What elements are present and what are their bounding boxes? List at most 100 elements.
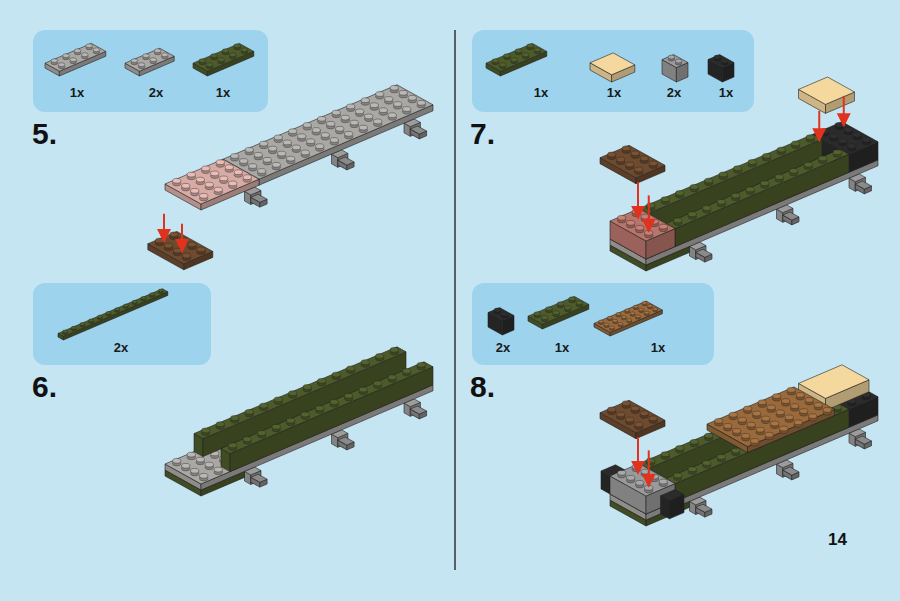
stud-top xyxy=(205,182,213,187)
stud-top xyxy=(173,458,181,463)
stud-top xyxy=(330,400,338,405)
placement-arrow xyxy=(181,224,183,252)
brick-top-face xyxy=(610,209,675,241)
stud-top xyxy=(245,147,253,152)
stud-top xyxy=(202,166,210,171)
stud-top xyxy=(647,304,652,307)
stud-top xyxy=(576,301,583,305)
step-6-model xyxy=(165,347,433,496)
stud-top xyxy=(332,372,340,377)
stud-top xyxy=(515,49,522,53)
callout-background xyxy=(33,283,211,365)
stud-top xyxy=(97,315,102,318)
parts-callout: 2x xyxy=(33,283,211,365)
stud-top xyxy=(158,289,163,292)
stud-top xyxy=(753,411,761,416)
stud-top xyxy=(385,97,393,102)
stud-top xyxy=(229,53,236,57)
parts-callout: 1x2x1x xyxy=(33,30,268,112)
stud-top xyxy=(258,431,266,436)
stud-top xyxy=(721,59,728,63)
stud-top xyxy=(862,137,870,142)
stud-top xyxy=(260,403,268,408)
brick-top-face xyxy=(708,55,734,68)
stud-top xyxy=(143,54,150,58)
stud-top xyxy=(231,154,239,159)
stud-top xyxy=(292,145,300,150)
stud-top xyxy=(225,165,233,170)
stud-top xyxy=(330,138,338,143)
stud-top xyxy=(806,135,814,140)
brick-side-face xyxy=(230,367,433,472)
stud-top xyxy=(785,415,793,420)
stud-top xyxy=(661,197,669,202)
brick-top-face xyxy=(696,504,712,512)
brick-top-face xyxy=(855,436,871,444)
stud-top xyxy=(776,410,784,415)
stud-top xyxy=(336,126,344,131)
stud-top xyxy=(800,409,808,414)
stud-top xyxy=(636,225,644,230)
stud-top xyxy=(289,391,297,396)
brick-top-face xyxy=(193,43,254,71)
part-quantity: 2x xyxy=(114,341,128,354)
stud-top xyxy=(307,139,315,144)
stud-top xyxy=(81,53,88,57)
stud-top xyxy=(844,127,852,132)
stud-top xyxy=(74,49,81,53)
page-divider xyxy=(454,30,456,570)
part-icon xyxy=(594,301,662,336)
stud-top xyxy=(93,48,100,52)
stud-top xyxy=(399,90,407,95)
stud-top xyxy=(644,311,649,314)
placement-arrow xyxy=(648,450,650,486)
stud-top xyxy=(197,247,205,252)
placement-arrow xyxy=(637,182,639,218)
placement-arrow xyxy=(637,437,639,473)
part-icon xyxy=(662,55,688,82)
stud-top xyxy=(674,473,682,478)
stud-top xyxy=(260,141,268,146)
stud-top xyxy=(388,375,396,380)
stud-top xyxy=(617,157,625,162)
stud-top xyxy=(312,128,320,133)
brick-top-face xyxy=(662,55,688,68)
stud-top xyxy=(823,408,831,413)
brick-end-face xyxy=(610,221,646,259)
stud-top xyxy=(182,253,190,258)
part-quantity: 2x xyxy=(496,341,510,354)
stud-top xyxy=(761,181,769,186)
stud-top xyxy=(150,58,157,62)
stud-top xyxy=(199,59,206,63)
stud-top xyxy=(804,162,812,167)
stud-top xyxy=(269,146,277,151)
stud-top xyxy=(833,150,841,155)
stud-top xyxy=(792,141,800,146)
part-icon xyxy=(528,296,589,329)
stud-top xyxy=(350,120,358,125)
stud-top xyxy=(347,366,355,371)
stud-top xyxy=(220,176,228,181)
stud-top xyxy=(756,427,764,432)
stud-top xyxy=(249,164,257,169)
stud-top xyxy=(240,159,248,164)
stud-top xyxy=(569,297,576,301)
stud-top xyxy=(777,147,785,152)
stud-top xyxy=(58,63,65,67)
stud-top xyxy=(835,122,843,127)
stud-top xyxy=(303,385,311,390)
stud-top xyxy=(374,119,382,124)
stud-top xyxy=(359,125,367,130)
brick-top-face xyxy=(610,464,675,496)
stud-top xyxy=(214,467,222,472)
stud-top xyxy=(668,55,675,59)
parts-callout: 1x1x2x1x xyxy=(472,30,754,112)
stud-top xyxy=(626,162,634,167)
stud-top xyxy=(403,369,411,374)
step-8-model xyxy=(600,365,878,526)
stud-top xyxy=(522,53,529,57)
part-quantity: 1x xyxy=(70,86,84,99)
stud-top xyxy=(639,308,644,311)
stud-top xyxy=(115,308,120,311)
